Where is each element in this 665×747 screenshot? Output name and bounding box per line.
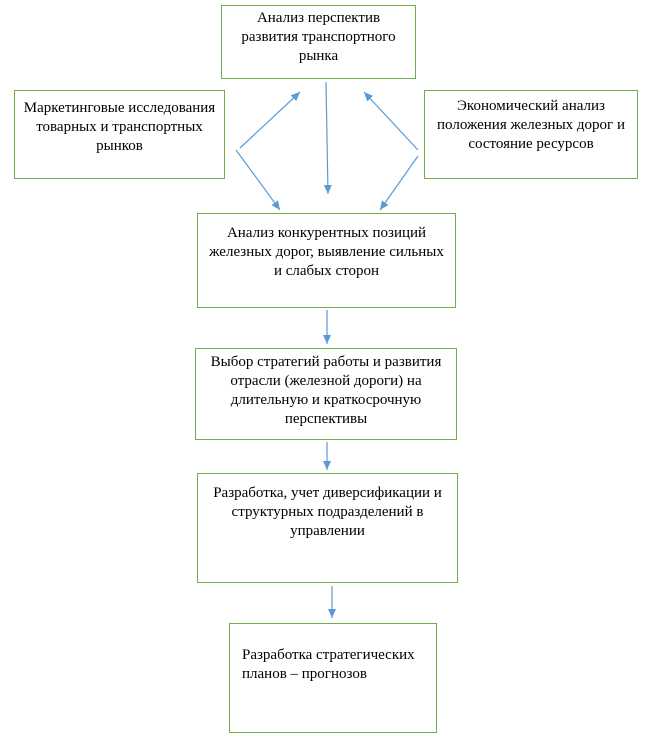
arrow-marketing-to-competitive <box>235 149 281 211</box>
node-strategy-label: Выбор стратегий работы и развития отрасл… <box>210 354 442 427</box>
node-marketing-label: Маркетинговые исследования товарных и тр… <box>23 100 216 154</box>
node-plans-label: Разработка стратегических планов – прогн… <box>242 647 415 682</box>
node-economic-label: Экономический анализ положения железных … <box>437 98 625 152</box>
node-market-analysis: Анализ перспектив развития транспортного… <box>221 5 416 79</box>
node-competitive-label: Анализ конкурентных позиций железных дор… <box>209 225 444 279</box>
arrow-economic-to-competitive <box>379 155 419 211</box>
node-competitive: Анализ конкурентных позиций железных дор… <box>197 213 456 308</box>
node-market-analysis-label: Анализ перспектив развития транспортного… <box>241 10 396 64</box>
node-strategy: Выбор стратегий работы и развития отрасл… <box>195 348 457 440</box>
arrow-economic-to-market-analysis <box>363 91 419 151</box>
arrow-marketing-to-market-analysis <box>239 91 301 149</box>
node-diversification-label: Разработка, учет диверсификации и структ… <box>213 485 442 539</box>
arrow-market-analysis-to-competitive <box>323 81 332 195</box>
node-economic: Экономический анализ положения железных … <box>424 90 638 179</box>
node-marketing: Маркетинговые исследования товарных и тр… <box>14 90 225 179</box>
node-plans: Разработка стратегических планов – прогн… <box>229 623 437 733</box>
node-diversification: Разработка, учет диверсификации и структ… <box>197 473 458 583</box>
